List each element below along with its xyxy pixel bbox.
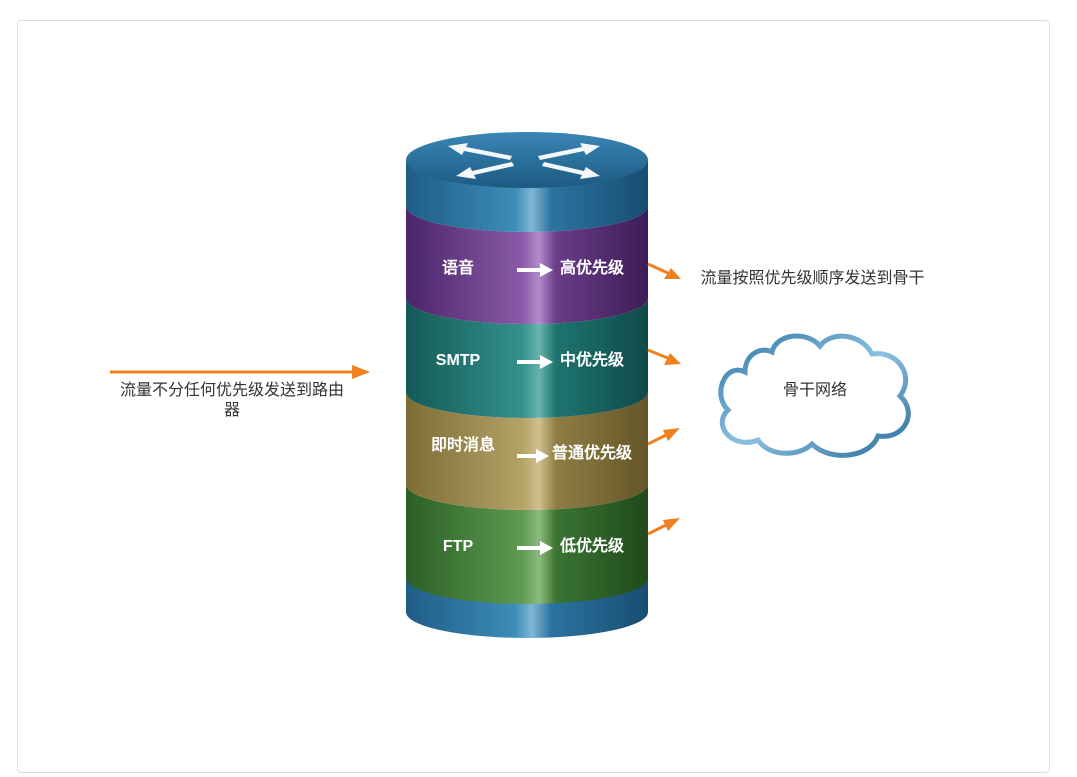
layer-band-voice bbox=[406, 206, 648, 324]
traffic-label-ftp: FTP bbox=[443, 538, 474, 555]
router-top bbox=[406, 132, 648, 232]
priority-label-voice: 高优先级 bbox=[560, 258, 625, 277]
right-caption: 流量按照优先级顺序发送到骨干 bbox=[700, 268, 925, 287]
backbone-cloud bbox=[718, 333, 911, 458]
priority-label-ftp: 低优先级 bbox=[559, 536, 625, 555]
left-caption: 流量不分任何优先级发送到路由器 bbox=[119, 380, 344, 419]
output-arrows bbox=[647, 262, 681, 536]
arrow-icon bbox=[517, 355, 553, 369]
arrow-icon bbox=[517, 449, 549, 463]
input-arrow bbox=[110, 365, 370, 379]
router-arrows-icon bbox=[448, 143, 600, 179]
traffic-label-voice: 语音 bbox=[442, 258, 474, 277]
layer-band-smtp bbox=[406, 298, 648, 418]
arrow-icon bbox=[517, 541, 553, 555]
arrow-icon bbox=[517, 263, 553, 277]
band-arrows bbox=[517, 263, 553, 555]
priority-label-im: 普通优先级 bbox=[552, 443, 633, 462]
layer-band-ftp bbox=[406, 484, 648, 604]
traffic-label-im: 即时消息 bbox=[431, 435, 495, 454]
layer-band-im bbox=[406, 392, 648, 510]
cloud-label: 骨干网络 bbox=[782, 380, 847, 399]
priority-label-smtp: 中优先级 bbox=[560, 350, 625, 369]
traffic-label-smtp: SMTP bbox=[436, 352, 481, 369]
